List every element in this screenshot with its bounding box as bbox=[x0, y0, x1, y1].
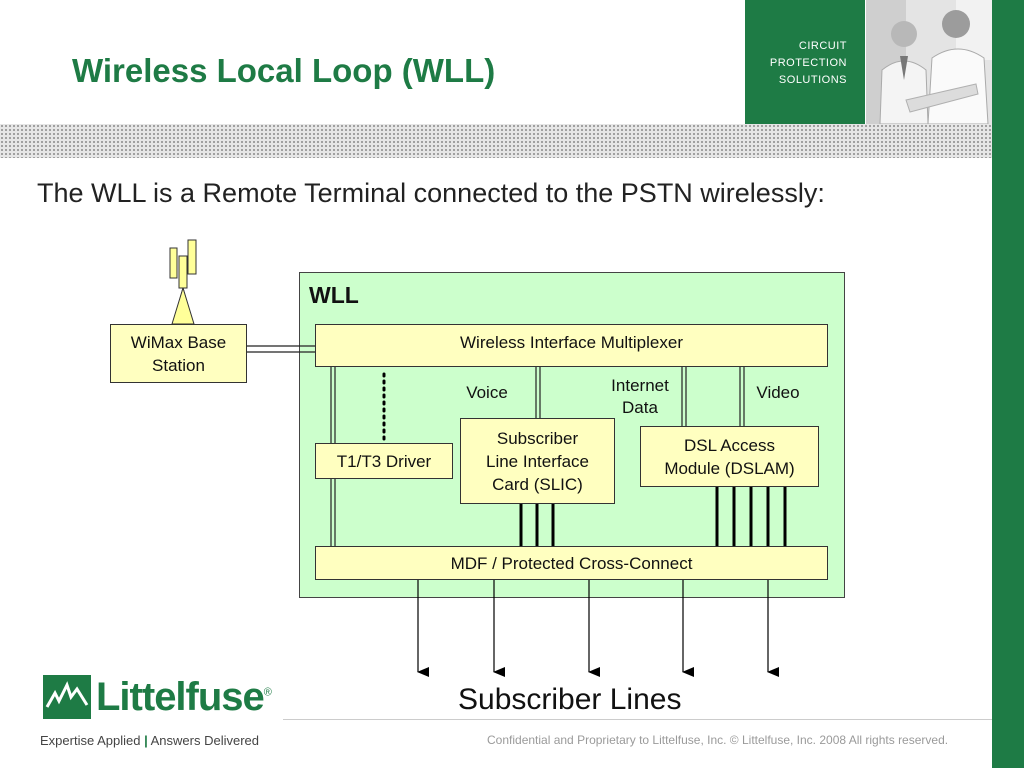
dslam-box: DSL Access Module (DSLAM) bbox=[640, 426, 819, 487]
internet-data-line-1: Internet bbox=[611, 376, 669, 395]
antenna-tower-icon bbox=[169, 239, 197, 325]
header-photo bbox=[866, 0, 992, 124]
tagline-part-2: Answers Delivered bbox=[150, 733, 259, 748]
confidential-notice: Confidential and Proprietary to Littelfu… bbox=[487, 733, 949, 747]
base-station-line-1: WiMax Base bbox=[130, 332, 227, 352]
footer-divider bbox=[283, 719, 992, 720]
dotted-divider-band bbox=[0, 124, 992, 158]
wireless-interface-multiplexer-box: Wireless Interface Multiplexer bbox=[315, 324, 828, 367]
tagline: Expertise Applied | Answers Delivered bbox=[40, 733, 259, 748]
intro-text: The WLL is a Remote Terminal connected t… bbox=[37, 178, 825, 208]
wimax-base-station-box: WiMax Base Station bbox=[110, 324, 247, 383]
dslam-line-1: DSL Access bbox=[683, 435, 776, 455]
panel-line-1: CIRCUIT bbox=[798, 40, 847, 52]
subscriber-lines-label: Subscriber Lines bbox=[458, 683, 682, 716]
slic-line-1: Subscriber bbox=[496, 428, 579, 448]
registered-mark: ® bbox=[263, 686, 272, 699]
panel-line-3: SOLUTIONS bbox=[778, 74, 847, 86]
panel-line-2: PROTECTION bbox=[769, 57, 847, 69]
multiplexer-label: Wireless Interface Multiplexer bbox=[460, 333, 683, 352]
slide-title: Wireless Local Loop (WLL) bbox=[72, 52, 496, 89]
t1t3-label: T1/T3 Driver bbox=[336, 451, 432, 471]
dslam-line-2: Module (DSLAM) bbox=[664, 458, 795, 478]
brand-panel: CIRCUIT PROTECTION SOLUTIONS bbox=[745, 0, 865, 124]
littelfuse-logo-mark-icon bbox=[43, 675, 91, 719]
video-label: Video bbox=[756, 383, 800, 402]
t1t3-driver-box: T1/T3 Driver bbox=[315, 443, 453, 479]
littelfuse-logo-text: Littelfuse® bbox=[96, 675, 272, 720]
tagline-part-1: Expertise Applied bbox=[40, 733, 141, 748]
base-station-line-2: Station bbox=[152, 355, 205, 375]
voice-label: Voice bbox=[466, 383, 508, 402]
slic-line-3: Card (SLIC) bbox=[492, 474, 583, 494]
right-accent-bar bbox=[992, 0, 1024, 768]
mdf-cross-connect-box: MDF / Protected Cross-Connect bbox=[315, 546, 828, 580]
slic-line-2: Line Interface bbox=[485, 451, 589, 471]
internet-data-line-2: Data bbox=[622, 398, 658, 417]
brand-panel-text: CIRCUIT PROTECTION SOLUTIONS bbox=[770, 38, 847, 89]
internet-data-label: Internet Data bbox=[597, 375, 683, 419]
people-photo-icon bbox=[866, 0, 992, 124]
wll-label: WLL bbox=[309, 282, 359, 308]
slic-box: Subscriber Line Interface Card (SLIC) bbox=[460, 418, 615, 504]
mdf-label: MDF / Protected Cross-Connect bbox=[450, 553, 693, 573]
logo-name: Littelfuse bbox=[96, 675, 265, 719]
